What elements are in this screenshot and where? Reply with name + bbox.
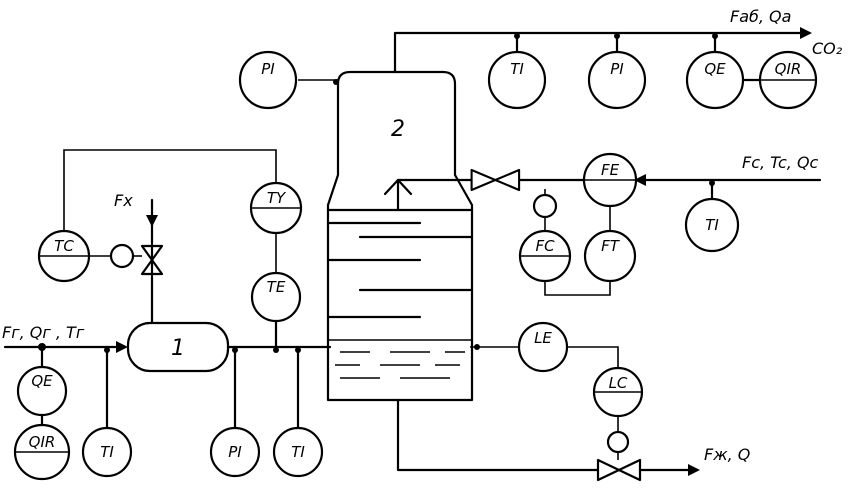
unit1-vessel [126,321,230,373]
svg-text:TY: TY [267,189,287,207]
svg-text:TI: TI [100,443,114,461]
svg-text:PI: PI [610,60,624,78]
cooling-agent-arrow [146,215,158,227]
tap-dot [514,33,520,39]
tap-dot [712,33,718,39]
tap-dot [709,180,715,186]
tap-dot [474,344,480,350]
svg-text:FT: FT [601,237,621,255]
lc-instrument[interactable]: LC [592,366,644,418]
offgas-label: Fаб, Qа [730,7,791,26]
gas-inlet-arrow [116,341,128,353]
svg-text:QIR: QIR [29,433,56,451]
ti-top-instrument[interactable]: TI [487,50,547,110]
qe-top-instrument[interactable]: QE [685,50,745,110]
distributor-head [383,178,413,196]
coolant-valve[interactable] [470,168,521,192]
coolant-valve-actuator [532,193,558,219]
svg-text:TI: TI [291,443,305,461]
cooling-agent-label: Fx [114,191,133,210]
svg-text:PI: PI [261,60,275,78]
cooling-valve-actuator [109,243,135,269]
liquid-out-label: Fж, Q [704,445,750,464]
ti-bottom2-instrument[interactable]: TI [272,426,324,478]
svg-text:QE: QE [704,60,726,78]
qir-top-instrument[interactable]: QIR [758,50,818,110]
fc-instrument[interactable]: FC [518,229,572,283]
pi-bottom-instrument[interactable]: PI [209,426,261,478]
column-liquid [328,339,472,379]
qe-bottom-instrument[interactable]: QE [16,365,68,417]
svg-text:FE: FE [601,161,620,179]
svg-text:TI: TI [705,216,719,234]
column2-shell [326,70,474,402]
svg-text:QIR: QIR [775,60,802,78]
svg-text:TI: TI [510,60,524,78]
offgas-pipe [393,31,802,74]
svg-text:LE: LE [534,329,552,347]
qir-bottom-instrument[interactable]: QIR [13,423,71,481]
ti-right-instrument[interactable]: TI [684,197,740,253]
svg-text:PI: PI [228,443,242,461]
offgas-co2-label: CO₂ [812,39,843,58]
gas-inlet-label: Fг, Qг , Tг [2,323,85,342]
svg-text:QE: QE [31,372,53,390]
coolant-label: Fc, Tc, Qc [742,153,819,172]
unit2-label: 2 [391,117,405,142]
svg-text:TE: TE [267,278,286,296]
liquid-out-arrow [688,464,700,476]
unit1-label: 1 [171,336,185,361]
liquid-out-pipe [396,398,600,472]
pi-top-instrument[interactable]: PI [238,50,298,110]
tc-instrument[interactable]: TC [37,229,91,283]
fc-ft-link [544,280,611,296]
offgas-arrow [800,27,812,39]
svg-text:LC: LC [609,374,628,392]
ti-bottom1-instrument[interactable]: TI [81,426,133,478]
ty-instrument[interactable]: TY [249,181,303,235]
tap-dot [273,347,279,353]
ty-tc-link [63,149,277,232]
le-lc-link [566,346,619,370]
le-instrument[interactable]: LE [517,321,569,373]
cooling-agent-valve[interactable] [140,244,164,276]
column-trays [326,221,474,319]
tap-dot [614,33,620,39]
liquid-valve-actuator [606,430,630,454]
ft-instrument[interactable]: FT [583,229,637,283]
fe-instrument[interactable]: FE [582,152,638,208]
coolant-arrow-fe [634,174,646,186]
pi-top2-instrument[interactable]: PI [587,50,647,110]
svg-text:TC: TC [54,237,74,255]
svg-text:FC: FC [535,237,555,255]
liquid-out-valve[interactable] [596,458,642,482]
te-instrument[interactable]: TE [250,271,302,323]
